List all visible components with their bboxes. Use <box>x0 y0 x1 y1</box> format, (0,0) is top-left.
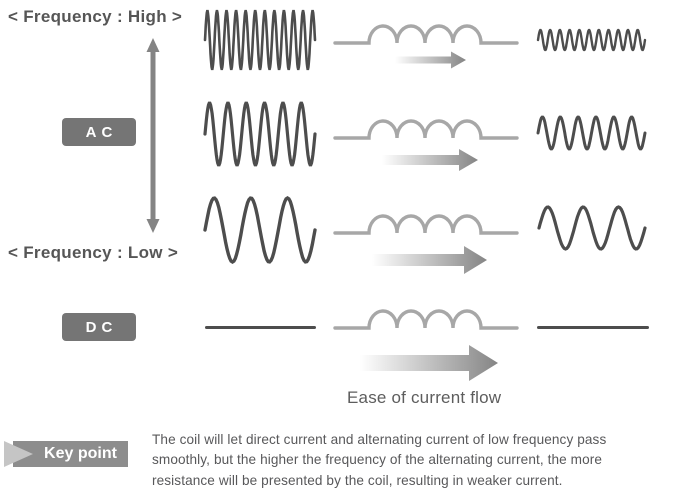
dc-badge: DC <box>62 313 136 341</box>
coil-symbol-row2 <box>333 119 519 140</box>
coil-symbol-row1 <box>333 24 519 45</box>
frequency-axis-arrow-icon <box>146 38 160 233</box>
input-wave-low-frequency <box>203 195 317 265</box>
coil-symbol-row3 <box>333 214 519 235</box>
output-wave-low-frequency <box>537 205 647 251</box>
input-dc-line <box>205 326 316 329</box>
flow-arrow-row1 <box>395 51 466 69</box>
key-point-badge: Key point <box>13 441 128 467</box>
frequency-high-label: < Frequency : High > <box>8 7 183 26</box>
coil-symbol-dc <box>333 309 519 330</box>
flow-arrow-row3 <box>372 246 487 274</box>
key-point-text: The coil will let direct current and alt… <box>152 432 607 488</box>
ease-of-flow-label: Ease of current flow <box>347 388 502 407</box>
output-wave-high-frequency <box>536 28 647 52</box>
flow-arrow-row2 <box>382 149 478 171</box>
output-wave-mid-frequency <box>536 115 647 151</box>
key-point-triangle-icon <box>4 441 33 467</box>
output-dc-line <box>537 326 649 329</box>
input-wave-mid-frequency <box>203 101 317 167</box>
flow-arrow-dc <box>360 345 498 381</box>
input-wave-high-frequency <box>203 9 317 71</box>
frequency-low-label: < Frequency : Low > <box>8 243 179 262</box>
ac-badge: AC <box>62 118 136 146</box>
